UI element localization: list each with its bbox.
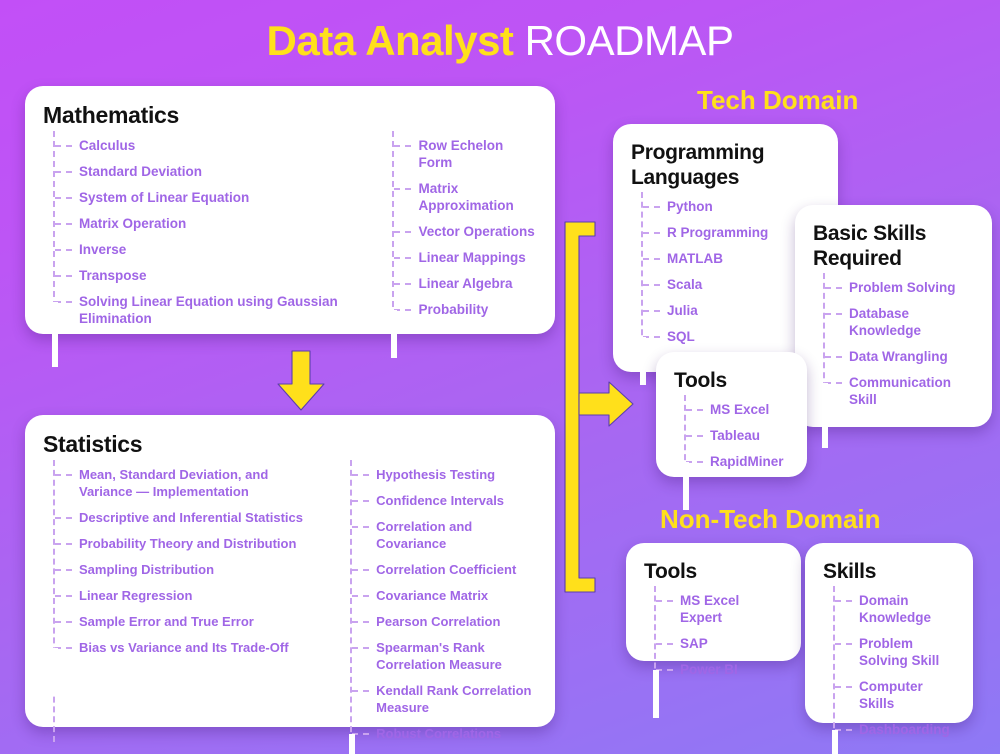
card-statistics-columns: Mean, Standard Deviation, and Variance —… — [43, 460, 537, 754]
page-title: Data Analyst ROADMAP — [0, 16, 1000, 66]
tree-item: Sampling Distribution — [54, 561, 324, 578]
tree-item: System of Linear Equation — [54, 189, 366, 206]
tree-item: Robust Correlations — [349, 725, 537, 754]
tree-item: Solving Linear Equation using Gaussian E… — [51, 293, 366, 367]
tree-item: R Programming — [643, 224, 820, 241]
tree-item: MS Excel Expert — [656, 592, 783, 626]
tree-item: Problem Solving — [825, 279, 974, 296]
tree-item: Problem Solving Skill — [835, 635, 955, 669]
tree-item: Power BI — [653, 661, 783, 718]
tree-item: Sample Error and True Error — [54, 613, 324, 630]
tree-item: RapidMiner — [683, 453, 789, 510]
tree-item: Computer Skills — [835, 678, 955, 712]
tree-item: Inverse — [54, 241, 366, 258]
card-mathematics-title: Mathematics — [43, 102, 180, 128]
tree-item: Spearman's Rank Correlation Measure — [352, 639, 537, 673]
card-basic-skills-required-title: Basic Skills Required — [813, 222, 927, 270]
arrow-down-icon — [277, 350, 325, 411]
card-tools-nontech-title: Tools — [644, 560, 697, 583]
tree-item: Kendall Rank Correlation Measure — [352, 682, 537, 716]
tree-item: Scala — [643, 276, 820, 293]
card-programming-languages-title: Programming Languages — [631, 141, 765, 189]
tree-item: Mean, Standard Deviation, and Variance —… — [54, 466, 324, 500]
tree-item: Database Knowledge — [825, 305, 974, 339]
tree-item: Covariance Matrix — [352, 587, 537, 604]
card-tools-tech-title: Tools — [674, 369, 727, 392]
tree-item: Probability — [391, 301, 537, 358]
nontech-domain-label: Non-Tech Domain — [660, 504, 881, 534]
tree-item: Confidence Intervals — [352, 492, 537, 509]
tree-item: Pearson Correlation — [352, 613, 537, 630]
tree-item: SAP — [656, 635, 783, 652]
tree-item: Bias vs Variance and Its Trade-Off — [51, 639, 324, 696]
tree-item: Vector Operations — [394, 223, 537, 240]
tree-item: Tableau — [686, 427, 789, 444]
tree-item: Transpose — [54, 267, 366, 284]
tree-item: Linear Mappings — [394, 249, 537, 266]
tech-domain-label: Tech Domain — [697, 85, 859, 115]
tree-item: Domain Knowledge — [835, 592, 955, 626]
tree-item: Data Wrangling — [825, 348, 974, 365]
tree-item: Communication Skill — [822, 374, 974, 448]
tree-item: MATLAB — [643, 250, 820, 267]
tree-item: Descriptive and Inferential Statistics — [54, 509, 324, 526]
card-skills-nontech-title: Skills — [823, 560, 877, 583]
tree-item: Linear Algebra — [394, 275, 537, 292]
tree-item: Matrix Operation — [54, 215, 366, 232]
tree-item: Correlation Coefficient — [352, 561, 537, 578]
tree-item: Correlation and Covariance — [352, 518, 537, 552]
statistics-list-left: Mean, Standard Deviation, and Variance —… — [51, 460, 324, 742]
arrow-right-bracket-icon — [564, 221, 634, 593]
tree-item: Linear Regression — [54, 587, 324, 604]
tree-item: Python — [643, 198, 820, 215]
page-title-strong: Data Analyst — [266, 17, 514, 64]
tree-item: Probability Theory and Distribution — [54, 535, 324, 552]
tree-item: Hypothesis Testing — [352, 466, 537, 483]
card-statistics-title: Statistics — [43, 431, 143, 457]
tree-item: Matrix Approximation — [394, 180, 537, 214]
tree-item: SQL — [640, 328, 820, 385]
tree-item: Julia — [643, 302, 820, 319]
tree-item: Calculus — [54, 137, 366, 154]
tree-item: Dashboarding — [832, 721, 955, 754]
card-statistics[interactable]: Statistics Mean, Standard Deviation, and… — [25, 415, 555, 754]
tree-item: Standard Deviation — [54, 163, 366, 180]
tree-item: Row Echelon Form — [394, 137, 537, 171]
tree-item: MS Excel — [686, 401, 789, 418]
page-title-light: ROADMAP — [524, 17, 734, 64]
